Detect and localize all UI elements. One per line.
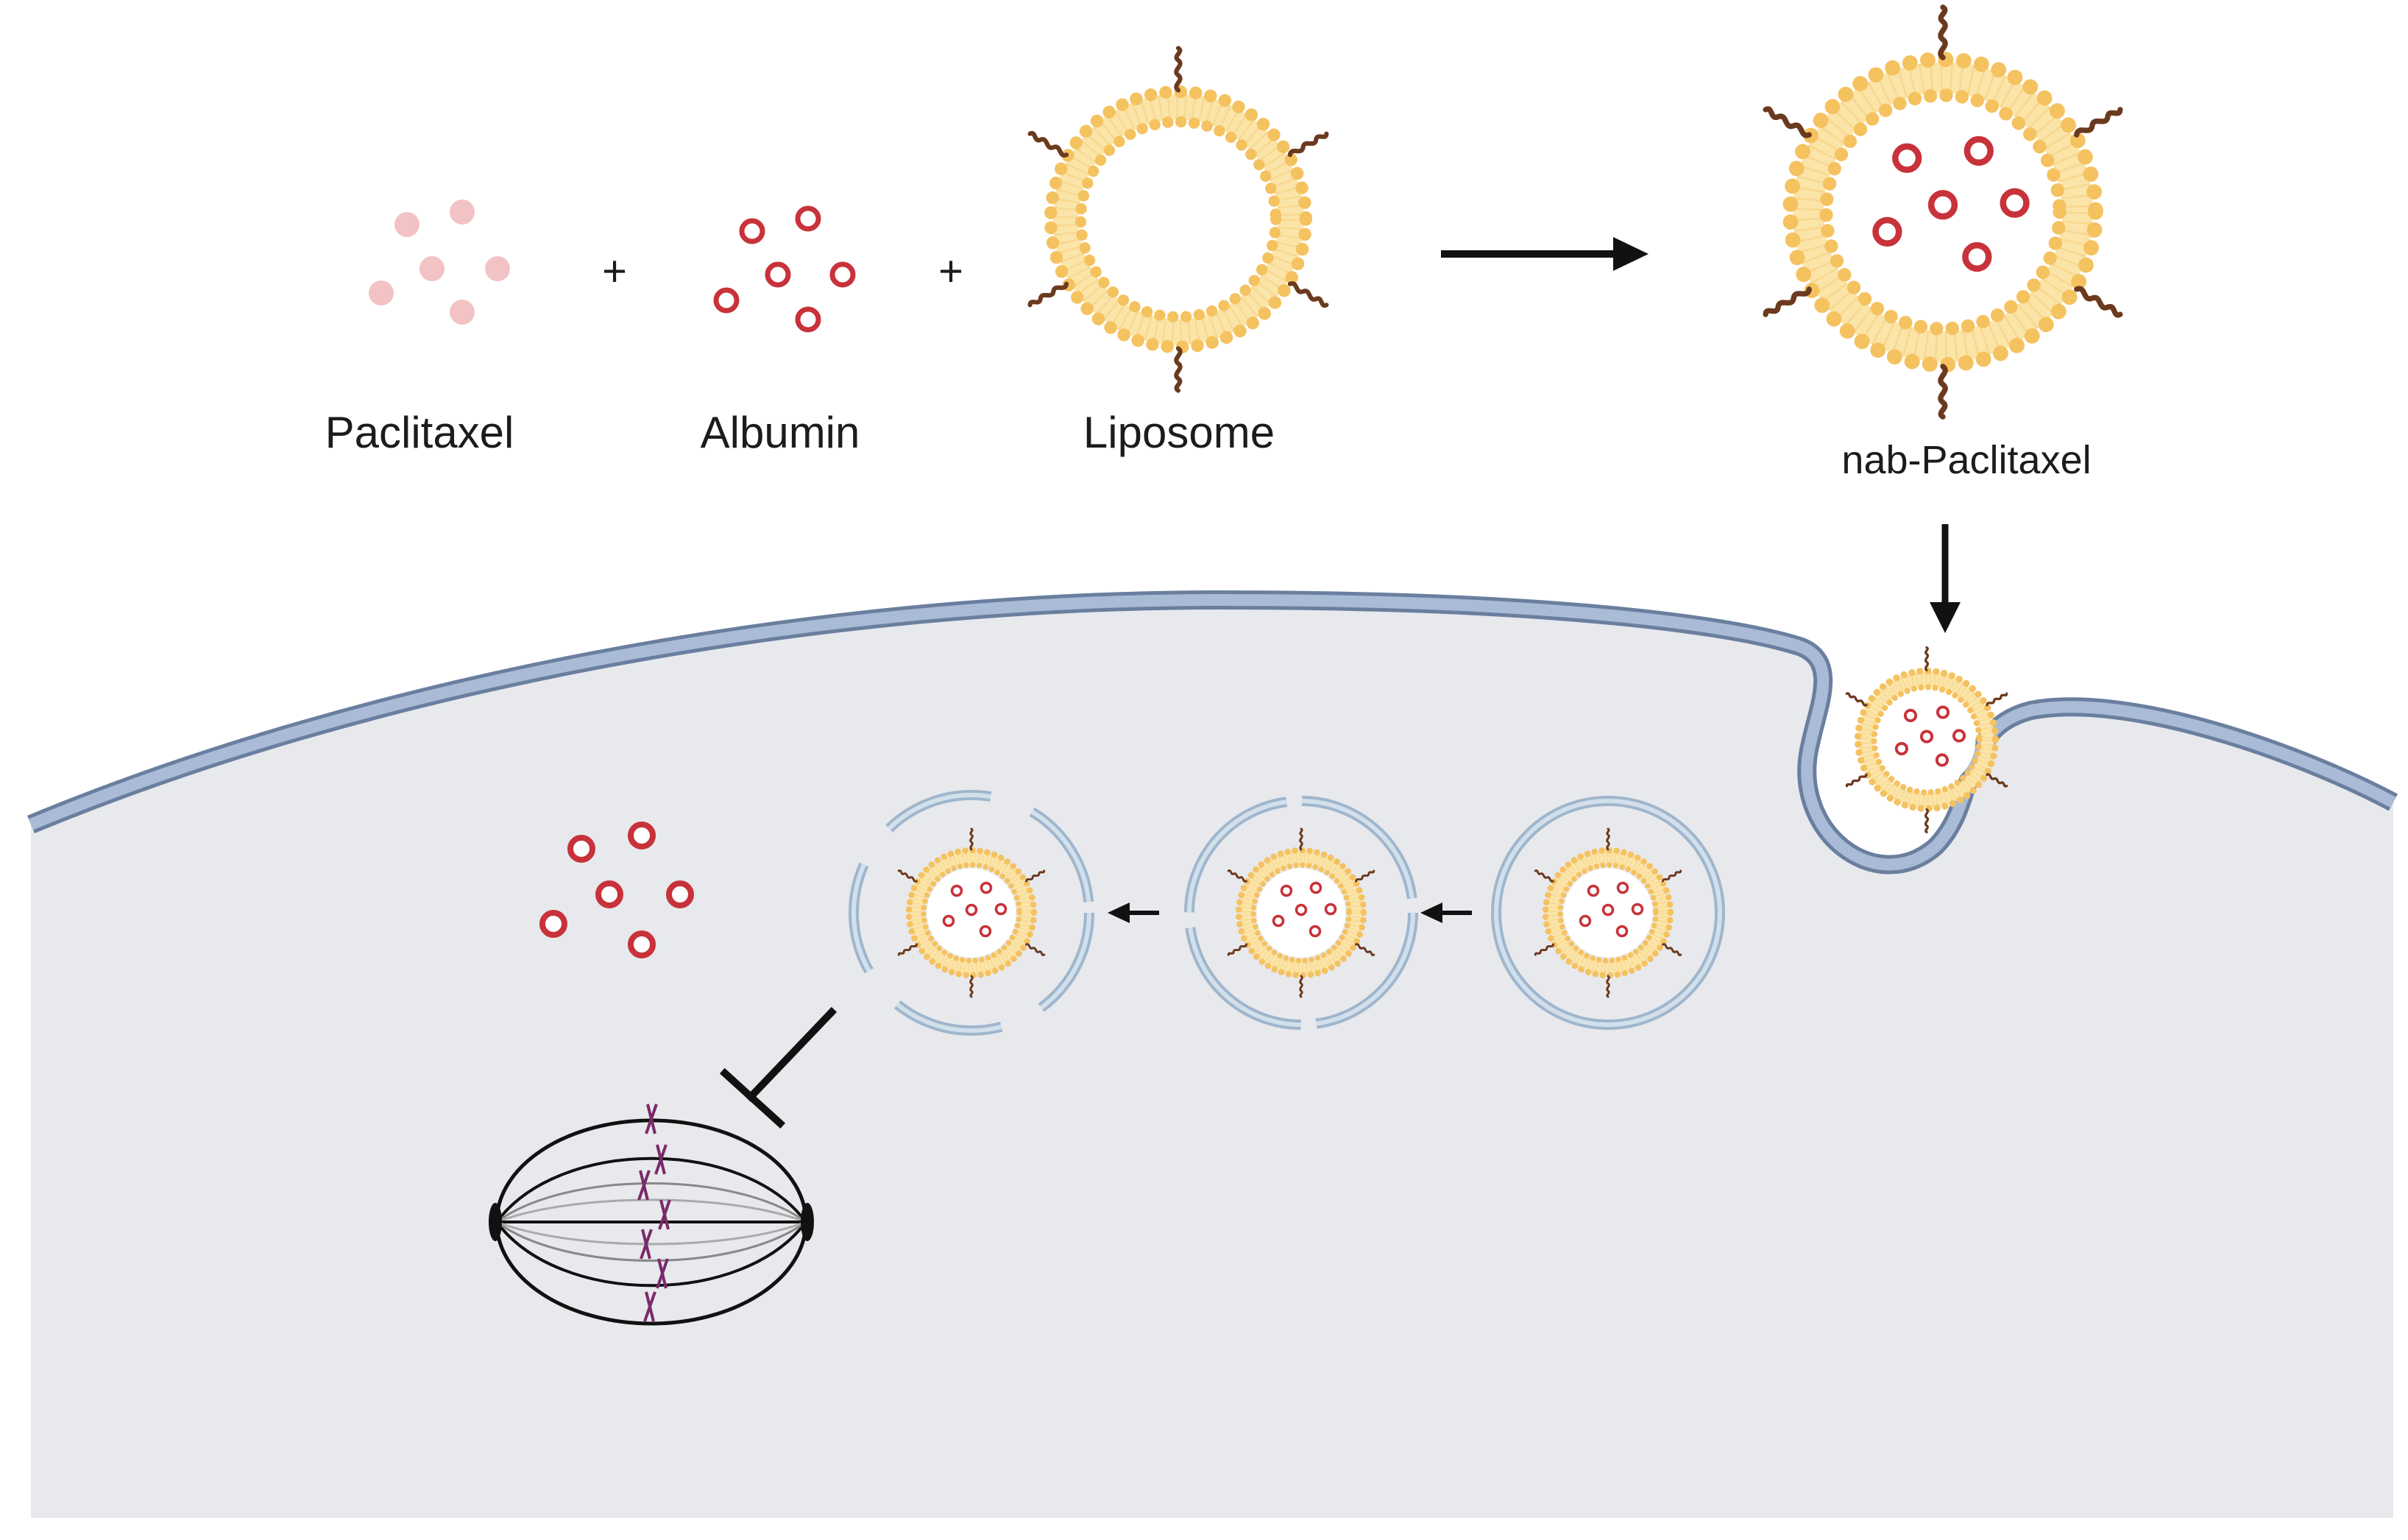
nab-paclitaxel-particle — [1765, 7, 2122, 417]
left-arrow-icon — [1108, 903, 1159, 923]
liposome — [1029, 48, 1327, 390]
cell-cytoplasm — [31, 600, 2393, 1518]
down-arrow-icon — [1930, 524, 1961, 633]
albumin-molecules — [713, 205, 856, 333]
paclitaxel-label: Paclitaxel — [325, 408, 514, 457]
plus-sign: + — [602, 247, 627, 295]
albumin-label: Albumin — [701, 408, 860, 457]
endosome-ruptured — [849, 790, 1094, 1036]
right-arrow-icon — [1441, 237, 1649, 271]
endosome-rupturing — [1184, 796, 1418, 1030]
left-arrow-icon — [1420, 903, 1472, 923]
nab-paclitaxel-label: nab-Paclitaxel — [1841, 438, 2091, 482]
mitotic-spindle-icon — [489, 1103, 814, 1326]
paclitaxel-molecules — [369, 199, 510, 325]
cell — [27, 590, 2398, 1518]
chromosomes — [637, 1103, 671, 1322]
endosome-intact — [1491, 796, 1725, 1030]
released-molecules — [539, 822, 694, 958]
inhibition-t-bar-icon — [719, 1006, 838, 1129]
liposome-label: Liposome — [1083, 408, 1275, 457]
plus-sign: + — [938, 247, 963, 295]
